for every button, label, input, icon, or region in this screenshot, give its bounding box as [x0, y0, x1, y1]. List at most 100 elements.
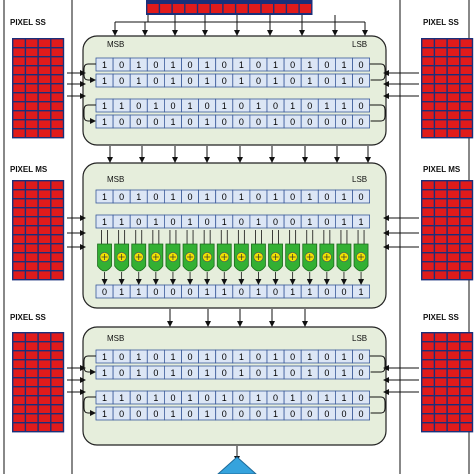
pixel-cell	[422, 181, 434, 189]
pixel-cell	[460, 84, 472, 92]
bit-value: 1	[341, 192, 346, 202]
pixel-cell	[460, 199, 472, 207]
pixel-cell	[38, 66, 51, 74]
pixel-cell	[26, 271, 38, 279]
pixel-cell	[38, 253, 51, 261]
bit-value: 0	[359, 117, 364, 127]
bit-value: 1	[273, 76, 278, 86]
bit-value: 1	[119, 393, 124, 403]
pixel-cell	[38, 75, 51, 83]
pixel-cell	[460, 423, 472, 431]
pixel-cell	[460, 387, 472, 395]
bit-value: 1	[273, 117, 278, 127]
pixel-cell	[435, 360, 447, 368]
pixel-cell	[26, 262, 38, 270]
pixel-cell	[435, 199, 447, 207]
pixel-cell	[38, 190, 51, 198]
pixel-cell	[13, 208, 25, 216]
pixel-cell	[422, 48, 434, 56]
pixel-cell	[435, 262, 447, 270]
bit-value: 1	[341, 76, 346, 86]
bit-value: 0	[359, 60, 364, 70]
bit-value: 1	[341, 393, 346, 403]
pixel-cell	[51, 414, 63, 422]
pixel-cell	[460, 93, 472, 101]
pixel-cell	[13, 262, 25, 270]
bit-value: 0	[222, 192, 227, 202]
bit-value: 0	[153, 117, 158, 127]
bit-value: 0	[136, 217, 141, 227]
bit-value: 0	[307, 117, 312, 127]
bit-value: 1	[324, 393, 329, 403]
pixel-cell	[447, 351, 460, 359]
bit-value: 0	[324, 409, 329, 419]
pixel-block-right-3	[421, 332, 474, 433]
pixel-cell	[422, 342, 434, 350]
bit-value: 0	[307, 409, 312, 419]
pixel-cell	[51, 405, 63, 413]
pixel-cell	[249, 4, 261, 13]
bit-value: 0	[307, 393, 312, 403]
bit-value: 0	[136, 101, 141, 111]
pixel-cell	[38, 199, 51, 207]
pixel-cell	[422, 235, 434, 243]
bit-cell	[352, 73, 371, 88]
bit-value: 1	[222, 287, 227, 297]
pixel-cell	[287, 4, 299, 13]
bit-value: 1	[290, 393, 295, 403]
pixel-cell	[435, 387, 447, 395]
pixel-cell	[51, 75, 63, 83]
pixel-cell	[447, 120, 460, 128]
pixel-cell	[26, 360, 38, 368]
pixel-label-left-2: PIXEL MS	[10, 165, 48, 174]
pixel-cell	[38, 111, 51, 119]
pixel-cell	[38, 84, 51, 92]
bit-value: 1	[153, 101, 158, 111]
bit-value: 0	[153, 368, 158, 378]
pixel-cell	[13, 253, 25, 261]
bit-value: 1	[239, 60, 244, 70]
pixel-cell	[447, 199, 460, 207]
pixel-cell	[13, 66, 25, 74]
bit-value: 1	[273, 368, 278, 378]
pixel-cell	[435, 235, 447, 243]
bit-value: 0	[188, 117, 193, 127]
pixel-cell	[435, 57, 447, 65]
bit-value: 0	[359, 101, 364, 111]
bit-value: 0	[290, 352, 295, 362]
pixel-cell	[26, 244, 38, 252]
bit-value: 1	[170, 60, 175, 70]
bit-cell	[352, 214, 371, 229]
bit-value: 0	[324, 287, 329, 297]
pixel-cell	[38, 423, 51, 431]
bit-value: 0	[119, 76, 124, 86]
panel-3	[82, 326, 387, 446]
pixel-cell	[447, 217, 460, 225]
pixel-cell	[172, 4, 185, 13]
bit-value: 1	[119, 101, 124, 111]
bit-value: 1	[170, 409, 175, 419]
pixel-cell	[26, 387, 38, 395]
pixel-cell	[147, 4, 159, 13]
pixel-cell	[435, 102, 447, 110]
pixel-cell	[435, 75, 447, 83]
pixel-cell	[422, 208, 434, 216]
pixel-cell	[447, 129, 460, 137]
bit-value: 1	[170, 76, 175, 86]
pixel-cell	[13, 244, 25, 252]
pixel-cell	[51, 102, 63, 110]
bit-value: 1	[102, 101, 107, 111]
bit-value: 1	[205, 117, 210, 127]
pixel-label-left-1: PIXEL SS	[10, 18, 47, 27]
bit-value: 1	[102, 60, 107, 70]
bit-value: 1	[307, 217, 312, 227]
pixel-cell	[422, 423, 434, 431]
pixel-cell	[435, 253, 447, 261]
bit-value: 0	[324, 217, 329, 227]
bit-value: 0	[256, 409, 261, 419]
pixel-cell	[13, 102, 25, 110]
comparator-7	[199, 230, 215, 285]
bit-value: 0	[170, 287, 175, 297]
comparator-10	[251, 230, 266, 285]
